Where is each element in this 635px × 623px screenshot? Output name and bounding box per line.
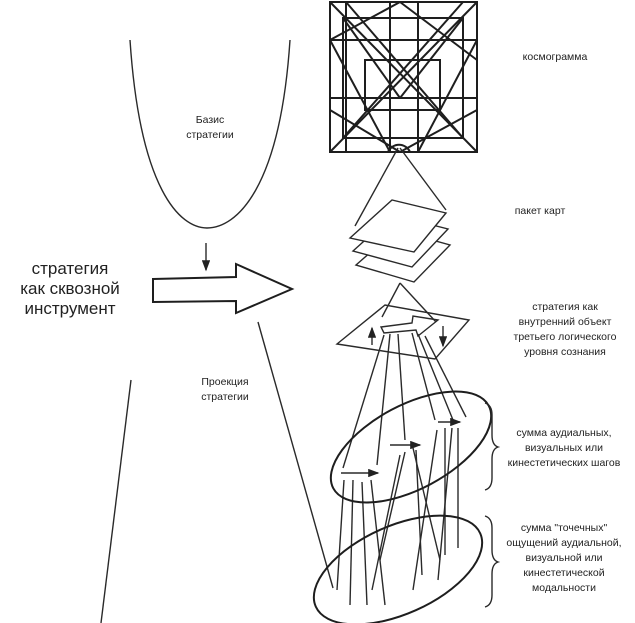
sensations-ellipse: [312, 514, 484, 623]
strategy-label-2: внутренний объект: [519, 316, 612, 328]
main-label-2: как сквозной: [20, 279, 120, 298]
steps-label-3: кинестетических шагов: [508, 457, 621, 469]
projection-label-1: Проекция: [201, 376, 248, 388]
basis-parabola: [129, 39, 291, 229]
step-arrows: [341, 417, 462, 478]
sensations-label-2: ощущений аудиальной,: [506, 537, 621, 549]
sensations-label-5: модальности: [532, 582, 596, 594]
steps-label-2: визуальных или: [525, 442, 603, 454]
steps-label-1: сумма аудиальных,: [516, 427, 611, 439]
cards-label: пакет карт: [515, 205, 566, 217]
cosmogram-icon: [329, 1, 478, 153]
projection-line-left: [100, 379, 132, 623]
cone-line-right: [399, 147, 447, 211]
sensations-label-3: визуальной или: [526, 552, 603, 564]
basis-label-1: Базис: [196, 114, 225, 126]
main-label-1: стратегия: [32, 259, 109, 278]
main-label-3: инструмент: [24, 299, 115, 318]
cone-line-left: [354, 147, 399, 227]
sensations-label-4: кинестетической: [523, 567, 604, 579]
strategy-label-1: стратегия как: [532, 301, 598, 313]
steps-brace: [484, 402, 501, 491]
strategy-plane-icon: [335, 282, 471, 360]
projection-rays: [336, 332, 467, 606]
cosmogram-label: космограмма: [523, 51, 588, 63]
basis-label-2: стратегии: [186, 129, 234, 141]
projection-label-2: стратегии: [201, 391, 249, 403]
projection-line-right: [257, 321, 334, 589]
strategy-label-3: третьего логического: [514, 331, 617, 343]
sensations-label-1: сумма "точечных": [521, 522, 608, 534]
strategy-label-4: уровня сознания: [524, 346, 606, 358]
card-pack-icon: [348, 199, 452, 283]
big-hollow-arrow: [152, 262, 295, 315]
sensations-brace: [484, 515, 501, 608]
